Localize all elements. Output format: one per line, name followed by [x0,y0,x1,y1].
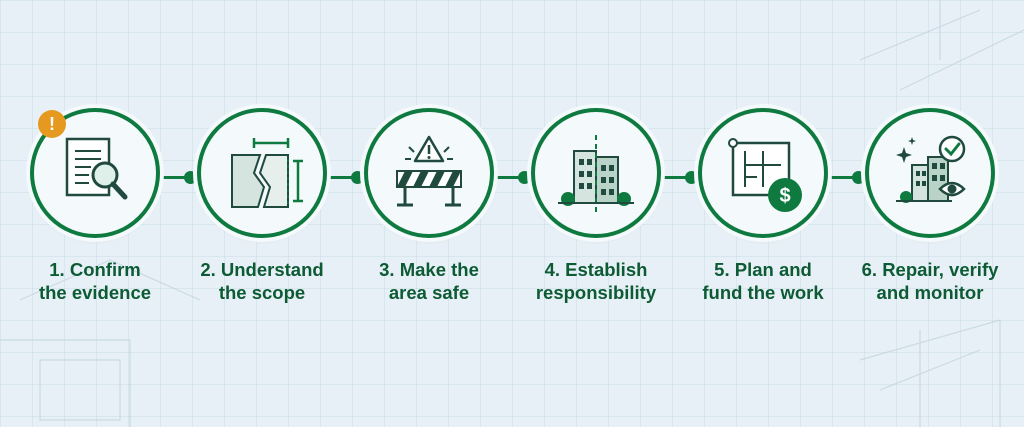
connector-dot-4 [685,171,698,184]
step-1-label: 1. Confirm the evidence [38,259,152,303]
step-3-circle [364,108,494,238]
building-split-icon [558,135,634,215]
alert-badge-icon: ! [38,110,66,138]
connector-dot-5 [852,171,865,184]
connector-dot-2 [351,171,364,184]
blueprint-dollar-icon: $ [728,138,802,212]
step-6-label: 6. Repair, verify and monitor [861,259,999,303]
crack-measure-icon [231,138,303,208]
step-5-circle: $ [698,108,828,238]
step-4-circle [531,108,661,238]
warning-barrier-icon [396,135,462,207]
building-check-eye-icon [896,135,966,203]
svg-text:$: $ [779,185,790,207]
step-4-label: 4. Establish responsibility [535,259,657,303]
connector-dot-3 [518,171,531,184]
magnifier-document-icon [65,137,128,200]
step-2-label: 2. Understand the scope [200,259,324,303]
step-2-circle [197,108,327,238]
step-5-label: 5. Plan and fund the work [702,259,824,303]
step-3-label: 3. Make the area safe [379,259,479,303]
step-6-circle [865,108,995,238]
connector-dot-1 [184,171,197,184]
